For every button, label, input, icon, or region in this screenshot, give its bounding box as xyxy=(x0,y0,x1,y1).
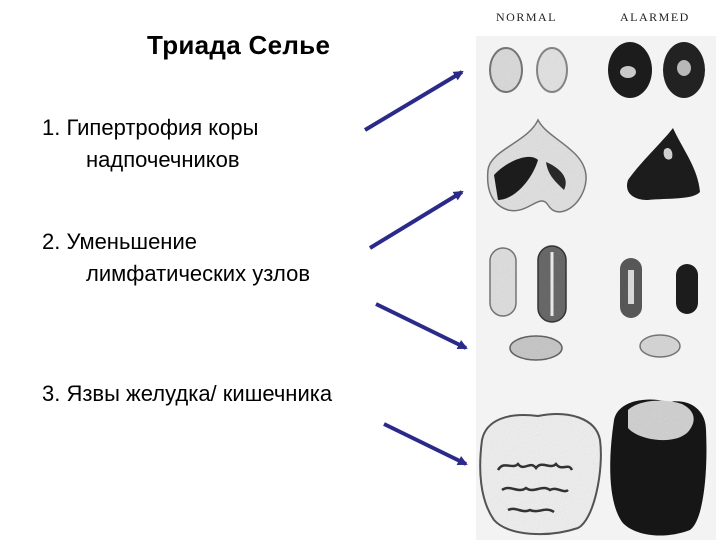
list-item-1: 1. Гипертрофия коры надпочечников xyxy=(42,112,258,176)
arrow-2 xyxy=(368,190,464,250)
list-item-2-line1: 2. Уменьшение xyxy=(42,229,197,254)
normal-label: NORMAL xyxy=(496,10,558,24)
alarmed-label: ALARMED xyxy=(620,10,690,24)
list-item-3: 3. Язвы желудка/ кишечника xyxy=(42,378,332,410)
list-item-2-line2: лимфатических узлов xyxy=(86,261,311,286)
arrow-1 xyxy=(363,70,464,132)
stomachs xyxy=(479,399,707,536)
list-item-2: 2. Уменьшение лимфатических узлов xyxy=(42,226,310,290)
list-item-1-line2: надпочечников xyxy=(86,147,240,172)
arrow-3 xyxy=(375,302,468,350)
list-item-3-line1: 3. Язвы желудка/ кишечника xyxy=(42,381,333,406)
selye-organs-photo: NORMAL ALARMED xyxy=(468,0,720,540)
organs-illustration xyxy=(476,36,716,540)
slide-title: Триада Селье xyxy=(147,30,331,60)
adrenal-glands xyxy=(489,42,705,98)
list-item-1-line1: 1. Гипертрофия коры xyxy=(42,115,259,140)
thymus xyxy=(486,118,700,213)
arrow-4 xyxy=(383,422,468,466)
lymph-nodes xyxy=(489,245,698,361)
